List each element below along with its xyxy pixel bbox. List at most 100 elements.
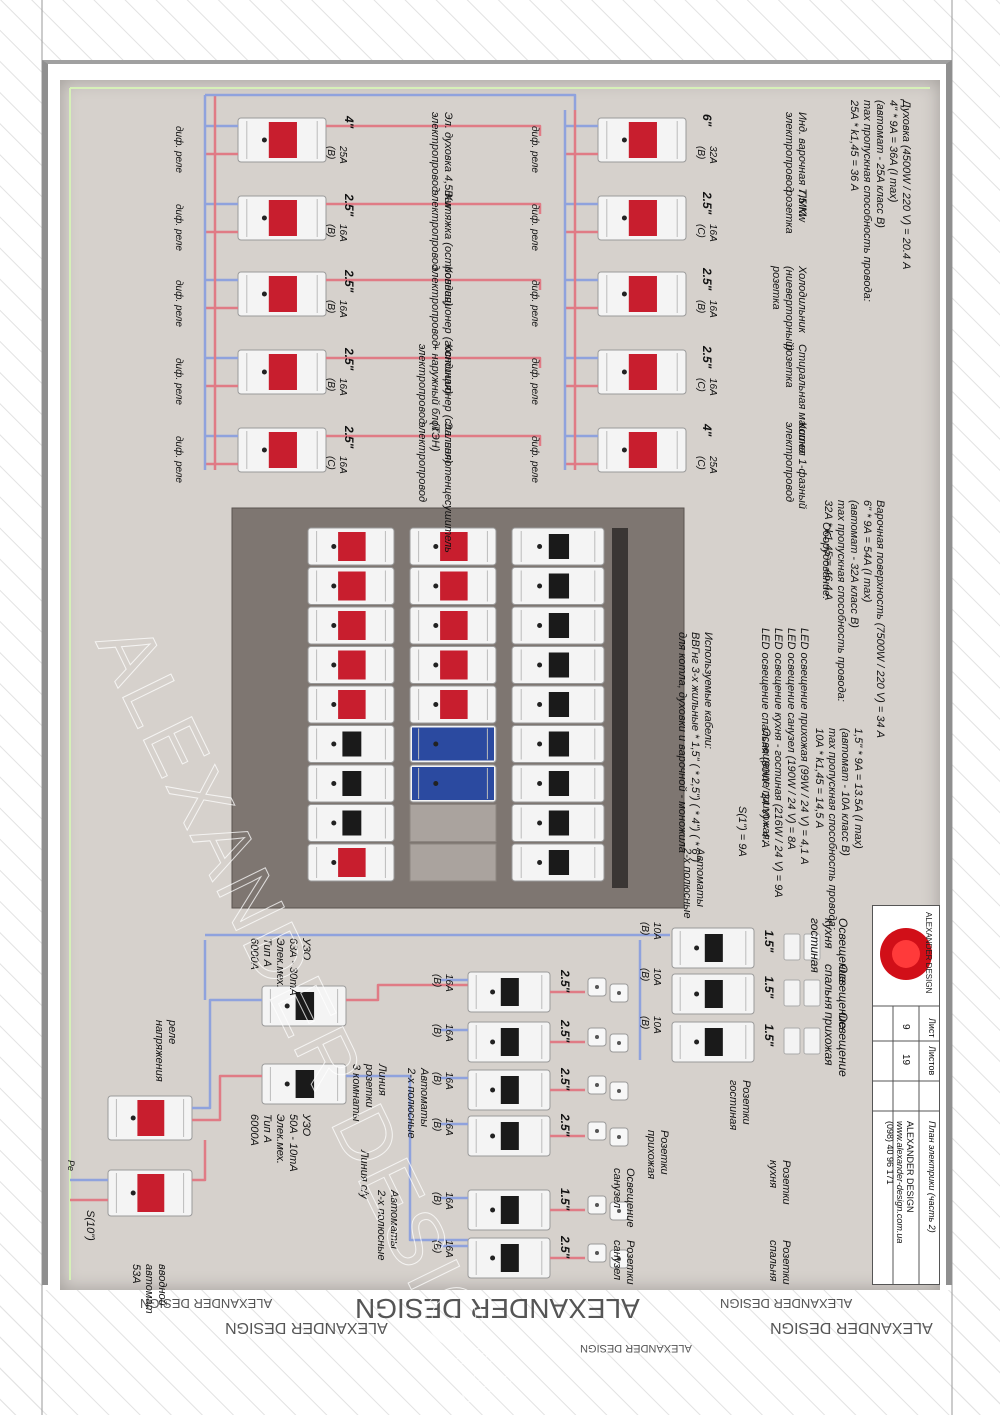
panel-breaker-screw xyxy=(433,781,439,786)
panel-breaker-toggle xyxy=(548,771,570,796)
top-left-breaker-2-screw xyxy=(261,291,267,297)
bottom-desc-0: Розетки кухня xyxy=(767,1160,792,1205)
wire-top-left-out-4 xyxy=(326,434,542,446)
socket-hole-icon xyxy=(617,1089,621,1093)
wire-main-relay xyxy=(192,1140,207,1182)
bottom-breaker-4-toggle xyxy=(500,1196,519,1224)
lighting-breaker-1-screw xyxy=(694,991,700,997)
company-website: www.alexander-design.com.ua xyxy=(895,1121,905,1244)
panel-breaker-toggle xyxy=(548,534,570,559)
panel-breaker-toggle xyxy=(338,571,366,601)
socket-hole-icon xyxy=(595,1251,599,1255)
lighting-breaker-0-screw xyxy=(694,945,700,951)
panel-breaker-toggle xyxy=(342,731,362,757)
panel-breaker-toggle xyxy=(548,810,570,836)
panel-breaker-screw xyxy=(433,623,439,628)
panel-breaker-toggle xyxy=(548,573,570,599)
top-left-rcd-1: диф. реле xyxy=(173,204,184,251)
top-left-rating-3: 16A (B) xyxy=(325,378,348,396)
top-right-rcd-3: диф. реле xyxy=(529,358,540,405)
bottom-cable-3: 2.5" xyxy=(558,1114,572,1137)
bottom-breaker-2-toggle xyxy=(500,1076,519,1104)
lighting-cable-2: 1.5" xyxy=(762,1024,776,1047)
panel-breaker-screw xyxy=(433,702,439,707)
switch-icon xyxy=(783,1027,801,1055)
main-breaker-toggle xyxy=(137,1174,165,1212)
equipment-hob: Варочная поверхность (7500W / 220 V) = 3… xyxy=(822,500,886,738)
bottom-breaker-4-screw xyxy=(490,1207,496,1213)
panel-breaker-screw xyxy=(331,623,337,628)
panel-breaker-toggle xyxy=(548,613,570,638)
title-block: ALEXANDER DESIGN Лист Листов 9 19 План э… xyxy=(872,905,940,1285)
voltage-relay-screw xyxy=(130,1115,136,1121)
main-breaker-label: вводной автомат 53A xyxy=(130,1264,168,1314)
panel-breaker-screw xyxy=(331,544,337,549)
relay-label: реле напряжения xyxy=(153,1020,178,1082)
bottom-breaker-3-toggle xyxy=(500,1122,519,1150)
socket-hole-icon xyxy=(617,991,621,995)
top-right-rating-3: 16A (C) xyxy=(695,378,718,396)
socket-hole-icon xyxy=(595,1203,599,1207)
socket-hole-icon xyxy=(595,985,599,989)
watermark-bottom-right2: ALEXANDER DESIGN xyxy=(770,1319,933,1336)
panel-breaker-screw xyxy=(331,662,337,668)
socket-hole-icon xyxy=(617,1135,621,1139)
top-right-breaker-4-toggle xyxy=(628,432,657,468)
top-left-cable-4: 2.5" xyxy=(342,426,356,449)
top-left-breaker-3-screw xyxy=(261,369,267,375)
bottom-breaker-3-screw xyxy=(490,1133,496,1139)
socket-hole-icon xyxy=(595,1035,599,1039)
panel-breaker-screw xyxy=(433,741,439,747)
panel-breaker-screw xyxy=(537,583,543,589)
sheet-number: 9 xyxy=(900,1024,911,1030)
bottom-desc-2: Розетки прихожая xyxy=(645,1130,670,1180)
lighting-breaker-0-toggle xyxy=(704,934,723,962)
sheet-title: План электрики (часть 2) xyxy=(927,1121,937,1233)
wire-top-left-out-2 xyxy=(326,278,542,290)
top-right-rating-1: 16A (C) xyxy=(695,224,718,242)
top-right-breaker-1-toggle xyxy=(628,200,657,236)
rcd1-label: УЗО 50A - 10mA Элек.мех. Тип A 6000A xyxy=(248,1114,312,1172)
panel-breaker-screw xyxy=(331,741,337,747)
bus-top xyxy=(205,93,577,110)
panel-breaker-toggle xyxy=(440,611,468,640)
top-left-breaker-4-screw xyxy=(261,447,267,453)
panel-rail xyxy=(612,528,628,888)
top-left-breaker-2-toggle xyxy=(268,276,297,312)
bottom-breaker-0-screw xyxy=(490,989,496,995)
top-left-rating-1: 16A (B) xyxy=(325,224,348,242)
top-left-breaker-3-toggle xyxy=(268,354,297,390)
sheet-label: Лист xyxy=(927,1018,937,1038)
top-right-breaker-3-toggle xyxy=(628,354,657,390)
bottom-breaker-2-screw xyxy=(490,1087,496,1093)
bottom-desc-4: Освещение санузел xyxy=(611,1168,636,1228)
voltage-relay-toggle xyxy=(137,1100,165,1136)
top-right-rating-0: 32A (B) xyxy=(695,146,718,164)
top-left-rcd-2: диф. реле xyxy=(173,280,184,327)
top-left-breaker-0-toggle xyxy=(268,122,297,158)
socket-hole-icon xyxy=(595,1129,599,1133)
top-right-breaker-0-screw xyxy=(621,137,627,143)
wire-relay-rcd1 xyxy=(192,998,262,1110)
lighting-rating-0: 10A (B) xyxy=(639,922,662,940)
switch-icon xyxy=(783,979,801,1007)
panel-breaker-toggle xyxy=(338,650,366,680)
main-breaker-screw xyxy=(130,1190,136,1196)
bottom-breaker-1-toggle xyxy=(500,1028,519,1056)
bottom-desc-5: Розетки санузел xyxy=(611,1240,636,1285)
lighting-lines: LED освещение прихожая (99W / 24 V) = 4,… xyxy=(759,628,810,898)
lighting-breaker-1-toggle xyxy=(704,980,723,1008)
top-right-breaker-0-toggle xyxy=(628,122,657,158)
rcd-50a-toggle xyxy=(295,1070,315,1098)
switch-icon xyxy=(803,933,821,961)
switch-icon xyxy=(803,1027,821,1055)
cable-notes: Используемые кабели: ВВГнг 3-х жильные *… xyxy=(676,632,714,863)
top-left-cable-2: 2.5" xyxy=(342,270,356,293)
top-left-cable-3: 2.5" xyxy=(342,348,356,371)
lighting-breaker-2-toggle xyxy=(704,1028,723,1056)
equipment-oven: Духовка (4500W / 220 V) = 20.4 A 4" * 9A… xyxy=(848,100,912,302)
bottom-rating-0: 16A (B) xyxy=(431,974,454,992)
top-left-rating-2: 16A (B) xyxy=(325,300,348,318)
panel-breaker-toggle xyxy=(440,690,468,719)
